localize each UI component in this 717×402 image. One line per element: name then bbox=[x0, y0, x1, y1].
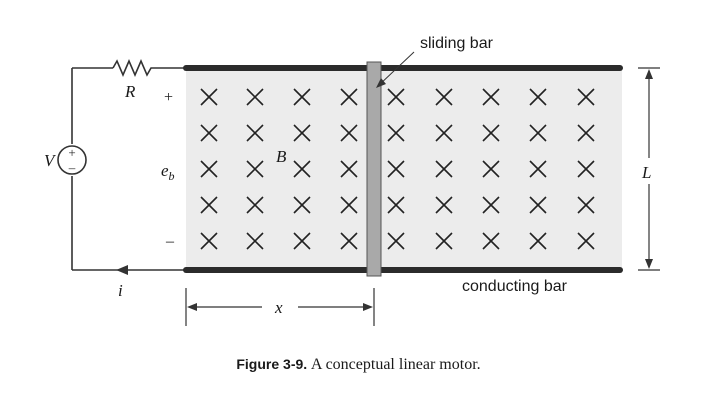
field-into-page-mark-icon bbox=[577, 124, 595, 142]
field-into-page-mark-icon bbox=[293, 124, 311, 142]
field-into-page-mark-icon bbox=[293, 160, 311, 178]
field-into-page-mark-icon bbox=[200, 88, 218, 106]
field-into-page-mark-icon bbox=[293, 196, 311, 214]
field-into-page-mark-icon bbox=[200, 196, 218, 214]
field-into-page-mark-icon bbox=[529, 232, 547, 250]
length-arrow-down-icon bbox=[645, 259, 653, 269]
distance-arrow-left-icon bbox=[187, 303, 197, 311]
magnetic-field-label: B bbox=[276, 147, 287, 166]
induced-voltage-label: eb bbox=[161, 161, 175, 183]
field-into-page-mark-icon bbox=[577, 88, 595, 106]
sliding-bar-leader-arrow-icon bbox=[376, 78, 386, 88]
figure-caption: Figure 3-9. A conceptual linear motor. bbox=[0, 356, 717, 374]
field-into-page-mark-icon bbox=[435, 160, 453, 178]
field-into-page-mark-icon bbox=[387, 232, 405, 250]
sliding-bar[interactable] bbox=[366, 61, 382, 277]
field-into-page-mark-icon bbox=[435, 124, 453, 142]
plus-terminal-label: + bbox=[164, 89, 173, 106]
field-into-page-mark-icon bbox=[482, 124, 500, 142]
field-into-page-mark-icon bbox=[577, 160, 595, 178]
field-into-page-mark-icon bbox=[246, 196, 264, 214]
distance-dimension bbox=[185, 288, 375, 326]
distance-label: x bbox=[274, 298, 283, 317]
field-into-page-mark-icon bbox=[246, 88, 264, 106]
length-dimension bbox=[638, 67, 660, 271]
field-into-page-mark-icon bbox=[293, 232, 311, 250]
circuit-wiring bbox=[71, 67, 186, 271]
source-minus-sign: – bbox=[68, 160, 76, 175]
field-into-page-mark-icon bbox=[340, 160, 358, 178]
voltage-source-label: V bbox=[44, 151, 57, 170]
minus-terminal-label: – bbox=[165, 233, 175, 250]
distance-arrow-right-icon bbox=[363, 303, 373, 311]
source-plus-sign: + bbox=[68, 145, 75, 160]
current-arrow-icon bbox=[116, 265, 128, 275]
field-into-page-mark-icon bbox=[482, 88, 500, 106]
field-into-page-mark-icon bbox=[200, 232, 218, 250]
field-into-page-mark-icon bbox=[435, 88, 453, 106]
field-into-page-mark-icon bbox=[529, 196, 547, 214]
field-into-page-mark-icon bbox=[529, 88, 547, 106]
length-label: L bbox=[641, 163, 651, 182]
field-into-page-mark-icon bbox=[529, 160, 547, 178]
field-into-page-mark-icon bbox=[340, 88, 358, 106]
field-into-page-mark-icon bbox=[246, 160, 264, 178]
field-into-page-mark-icon bbox=[482, 232, 500, 250]
field-into-page-mark-icon bbox=[435, 232, 453, 250]
sliding-bar-leader-line bbox=[377, 51, 415, 87]
magnetic-field-region bbox=[186, 69, 622, 269]
field-into-page-mark-icon bbox=[200, 160, 218, 178]
field-into-page-mark-icon bbox=[387, 196, 405, 214]
field-into-page-mark-icon bbox=[529, 124, 547, 142]
sliding-bar-label: sliding bar bbox=[420, 35, 494, 52]
figure-number: Figure 3-9. bbox=[236, 356, 308, 372]
field-into-page-mark-icon bbox=[387, 88, 405, 106]
field-into-page-mark-icon bbox=[246, 232, 264, 250]
field-into-page-mark-icon bbox=[246, 124, 264, 142]
magnetic-field-marks bbox=[200, 88, 595, 250]
field-into-page-mark-icon bbox=[577, 232, 595, 250]
field-into-page-mark-icon bbox=[293, 88, 311, 106]
field-into-page-mark-icon bbox=[482, 160, 500, 178]
field-into-page-mark-icon bbox=[435, 196, 453, 214]
field-into-page-mark-icon bbox=[200, 124, 218, 142]
field-into-page-mark-icon bbox=[340, 232, 358, 250]
field-into-page-mark-icon bbox=[577, 196, 595, 214]
length-arrow-up-icon bbox=[645, 69, 653, 79]
voltage-source-symbol: + – bbox=[57, 145, 87, 175]
resistor-label: R bbox=[124, 82, 136, 101]
caption-text: A conceptual linear motor. bbox=[310, 356, 481, 373]
field-into-page-mark-icon bbox=[387, 124, 405, 142]
field-into-page-mark-icon bbox=[482, 196, 500, 214]
current-label: i bbox=[118, 281, 123, 300]
resistor-symbol bbox=[112, 58, 186, 78]
conducting-bar-label: conducting bar bbox=[462, 278, 568, 295]
field-into-page-mark-icon bbox=[387, 160, 405, 178]
field-into-page-mark-icon bbox=[340, 196, 358, 214]
field-into-page-mark-icon bbox=[340, 124, 358, 142]
